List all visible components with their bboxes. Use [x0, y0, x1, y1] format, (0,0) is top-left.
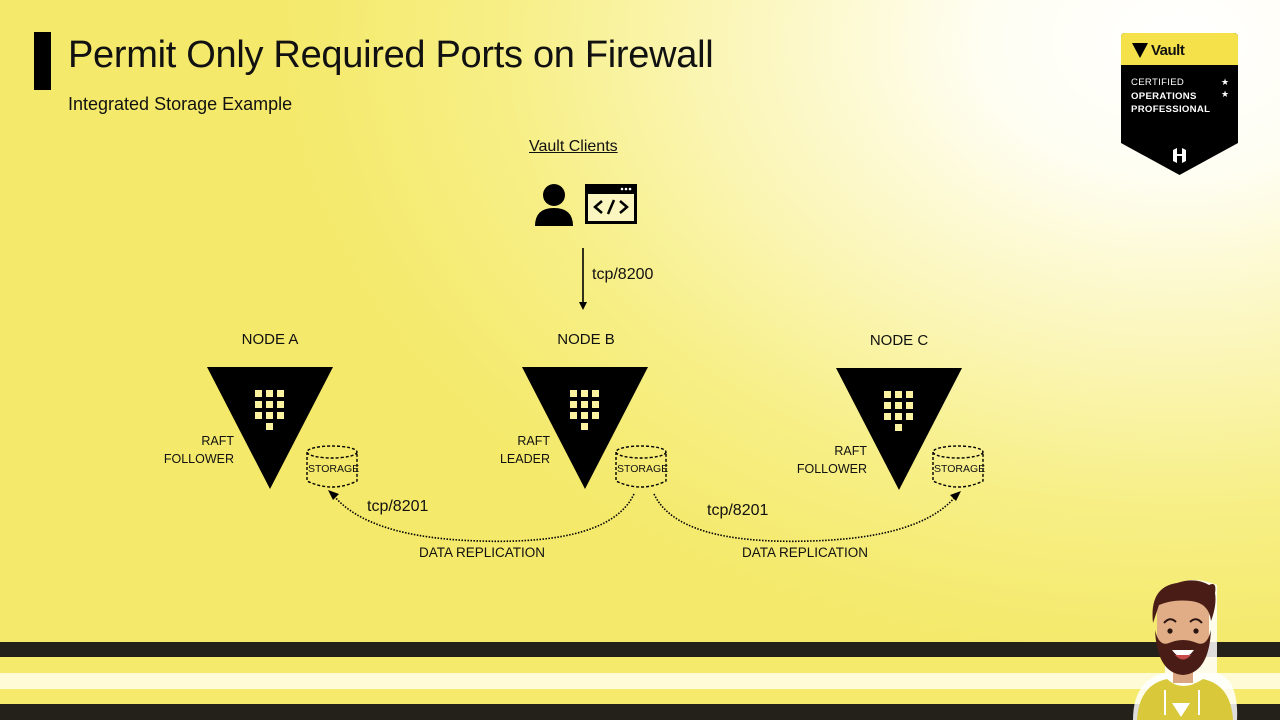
- client-to-node-arrow: [579, 248, 587, 310]
- code-window-icon: [585, 184, 637, 224]
- node-b-storage-label: STORAGE: [617, 463, 669, 475]
- node-b-role: RAFT LEADER: [476, 432, 550, 468]
- node-a-role-line1: RAFT: [201, 434, 234, 448]
- node-b-label: NODE B: [557, 331, 615, 348]
- node-c-role-line1: RAFT: [834, 444, 867, 458]
- footer-stripe-yellow: [0, 657, 1280, 673]
- replication-port-label-a: tcp/8201: [367, 498, 429, 515]
- page-subtitle: Integrated Storage Example: [68, 94, 293, 114]
- client-port-label: tcp/8200: [592, 266, 654, 283]
- node-c-role: RAFT FOLLOWER: [793, 442, 867, 478]
- presenter-avatar: [1133, 579, 1238, 720]
- node-c-role-line2: FOLLOWER: [796, 462, 867, 476]
- node-a-role-line2: FOLLOWER: [163, 452, 234, 466]
- vault-certification-badge: Vault CERTIFIED OPERATIONS PROFESSIONAL …: [1121, 33, 1238, 178]
- node-a-storage-label: STORAGE: [308, 463, 360, 475]
- page-title: Permit Only Required Ports on Firewall: [68, 34, 714, 76]
- footer-stripe-yellow: [0, 689, 1280, 704]
- replication-label-a: DATA REPLICATION: [418, 545, 546, 560]
- node-b-storage-icon: [615, 445, 667, 488]
- node-a-label: NODE A: [241, 331, 299, 348]
- user-icon: [535, 184, 573, 226]
- badge-line-certified: CERTIFIED: [1131, 77, 1185, 88]
- vault-logo-icon: [1132, 43, 1148, 58]
- node-b-vault-icon: [522, 367, 648, 489]
- replication-port-label-c: tcp/8201: [707, 502, 769, 519]
- badge-line-operations: OPERATIONS: [1131, 91, 1197, 102]
- node-c-storage-label: STORAGE: [934, 463, 986, 475]
- badge-brand: Vault: [1151, 42, 1185, 59]
- replication-arc-b-to-c: [653, 491, 961, 543]
- star-icon: ★: [1221, 77, 1230, 87]
- node-c-label: NODE C: [869, 332, 929, 349]
- footer-stripe-dark: [0, 642, 1280, 657]
- node-a-storage-icon: [306, 445, 358, 488]
- node-a-role: RAFT FOLLOWER: [160, 432, 234, 468]
- node-b-role-line1: RAFT: [517, 434, 550, 448]
- footer-stripe-dark: [0, 704, 1280, 720]
- hashicorp-logo-icon: [1173, 148, 1186, 163]
- star-icon: ★: [1221, 89, 1230, 99]
- badge-line-professional: PROFESSIONAL: [1131, 104, 1211, 115]
- title-accent-bar: [34, 32, 51, 90]
- node-c-storage-icon: [932, 445, 984, 488]
- node-c-vault-icon: [836, 368, 962, 490]
- clients-icons: [535, 184, 637, 226]
- replication-label-c: DATA REPLICATION: [741, 545, 869, 560]
- footer-stripe-cream: [0, 673, 1280, 689]
- vault-clients-label: Vault Clients: [529, 138, 618, 155]
- node-a-vault-icon: [207, 367, 333, 489]
- node-b-role-line2: LEADER: [499, 452, 550, 466]
